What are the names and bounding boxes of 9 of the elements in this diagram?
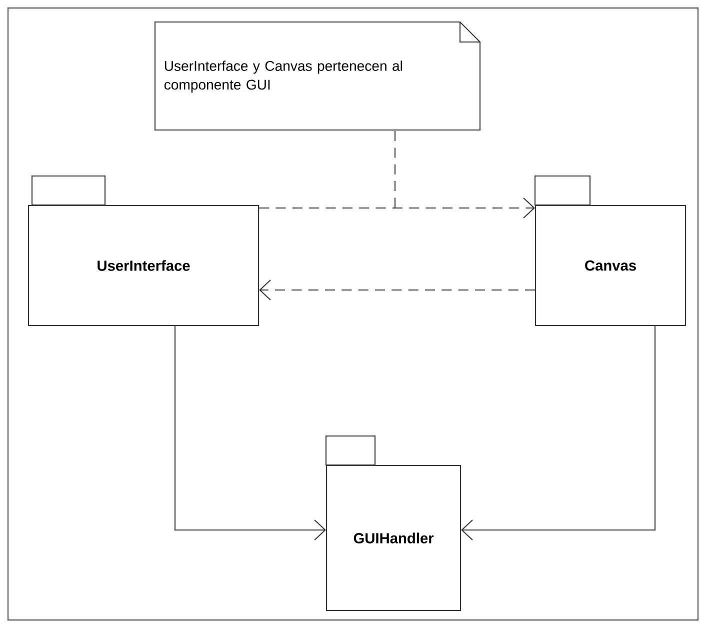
package-box: UserInterface: [28, 175, 260, 326]
arrow: [174, 326, 326, 540]
anchor-line: [394, 131, 396, 208]
arrow: [461, 326, 656, 540]
package-box: GUIHandler: [325, 435, 462, 612]
note-box: UserInterface y Canvas pertenecen al componente GUI: [154, 21, 481, 131]
dependency-arrow: [259, 198, 535, 218]
package-box: Canvas: [534, 175, 686, 326]
dependency-arrow: [259, 280, 535, 300]
